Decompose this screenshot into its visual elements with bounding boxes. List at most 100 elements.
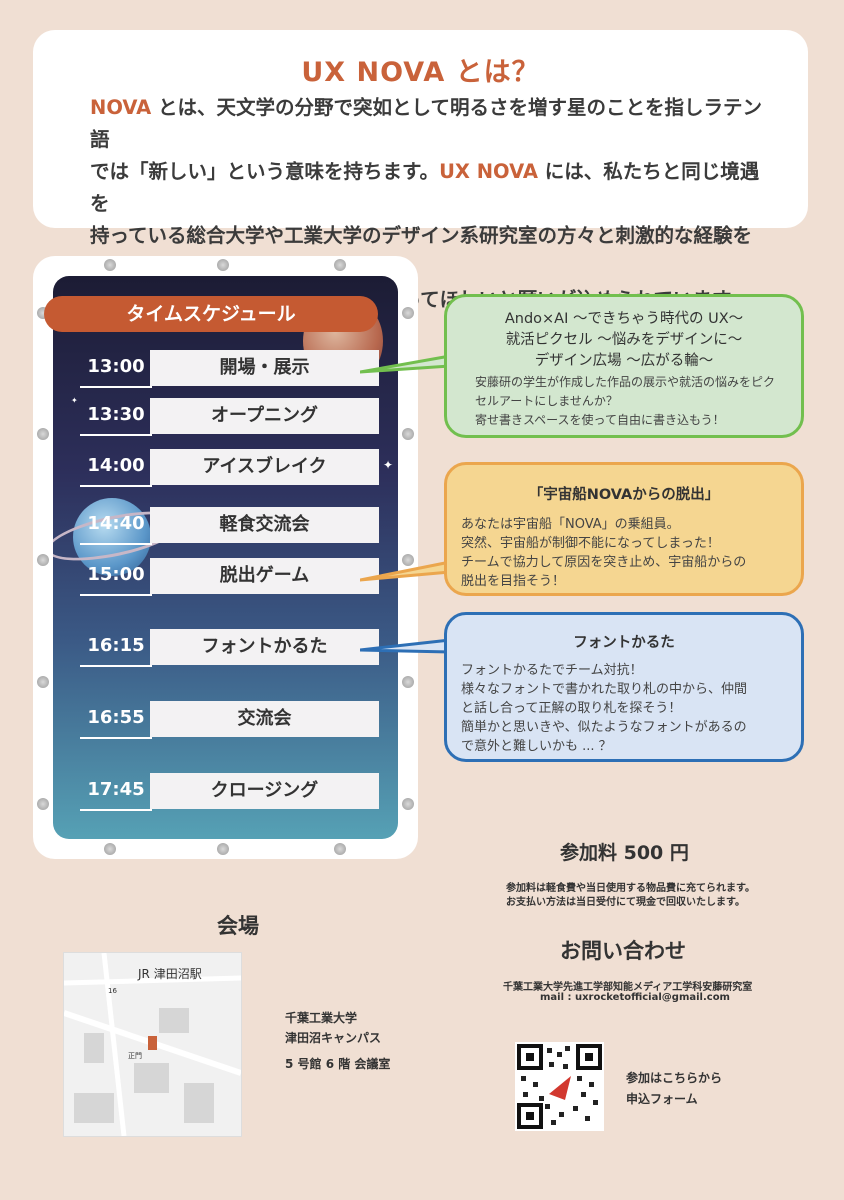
screw-icon <box>402 676 414 688</box>
bubble-line: 様々なフォントで書かれた取り札の中から、仲間 <box>461 682 748 697</box>
nova-highlight: NOVA <box>90 96 152 119</box>
saturn-icon <box>73 498 151 576</box>
screw-icon <box>37 428 49 440</box>
screw-icon <box>402 554 414 566</box>
form-line: 申込フォーム <box>626 1092 698 1106</box>
schedule-time: 13:00 <box>80 350 152 388</box>
map-road-label: 16 <box>108 987 117 995</box>
intro-text: とは、天文学の分野で突如として明るさを増す星のことを指しラテン語 <box>90 96 762 151</box>
screw-icon <box>37 676 49 688</box>
screw-icon <box>334 259 346 271</box>
schedule-event: 脱出ゲーム <box>150 558 379 594</box>
schedule-time: 16:15 <box>80 629 152 667</box>
bubble-heading: 「宇宙船NOVAからの脱出」 <box>528 487 720 503</box>
schedule-event: フォントかるた <box>150 629 379 665</box>
screw-icon <box>104 259 116 271</box>
contact-title: お問い合わせ <box>560 939 686 963</box>
bubble-line: チームで協力して原因を突き止め、宇宙船からの <box>461 555 747 570</box>
screw-icon <box>402 307 414 319</box>
schedule-time: 13:30 <box>80 398 152 436</box>
screw-icon <box>402 798 414 810</box>
fee-note: お支払い方法は当日受付にて現金で回収いたします。 <box>506 897 745 908</box>
exhibit-bubble: Ando×AI 〜できちゃう時代の UX〜 就活ピクセル 〜悩みをデザインに〜 … <box>444 294 804 438</box>
form-line: 参加はこちらから <box>626 1071 723 1085</box>
schedule-time: 15:00 <box>80 558 152 596</box>
screw-icon <box>334 843 346 855</box>
schedule-time: 14:40 <box>80 507 152 545</box>
star-icon: ✦ <box>71 396 78 405</box>
blue-tail <box>360 638 452 654</box>
campus-map: JR 津田沼駅 16 正門 <box>63 952 242 1137</box>
intro-line-1: NOVA とは、天文学の分野で突如として明るさを増す星のことを指しラテン語 <box>90 92 770 156</box>
bubble-line: フォントかるたでチーム対抗！ <box>461 663 643 678</box>
schedule-title: タイムスケジュール <box>44 296 378 332</box>
ux-nova-highlight: UX NOVA <box>439 160 538 183</box>
intro-card: UX NOVA とは？ NOVA とは、天文学の分野で突如として明るさを増す星の… <box>33 30 808 311</box>
screw-icon <box>37 554 49 566</box>
map-drawing <box>64 953 241 1136</box>
bubble-heading: フォントかるた <box>573 635 675 651</box>
intro-text: では「新しい」という意味を持ちます。 <box>90 160 440 183</box>
orange-tail <box>360 560 452 582</box>
bubble-heading: Ando×AI 〜できちゃう時代の UX〜 <box>504 311 744 327</box>
screw-icon <box>217 843 229 855</box>
bubble-line: 脱出を目指そう！ <box>461 574 566 589</box>
schedule-event: 交流会 <box>150 701 379 737</box>
intro-title: UX NOVA とは？ <box>301 57 540 88</box>
bubble-line: セルアートにしませんか？ <box>475 394 618 408</box>
bubble-line: と話し合って正解の取り札を探そう！ <box>461 701 682 716</box>
map-station-label: JR 津田沼駅 <box>138 967 202 981</box>
bubble-text: フォントかるたでチーム対抗！ 様々なフォントで書かれた取り札の中から、仲間 と話… <box>461 661 791 756</box>
venue-title: 会場 <box>217 914 259 938</box>
rocket-icon <box>549 1076 571 1100</box>
fee-note: 参加料は軽食費や当日使用する物品費に充てられます。 <box>506 883 755 894</box>
screw-icon <box>402 428 414 440</box>
bubble-line: 簡単かと思いきや、似たようなフォントがあるの <box>461 720 747 735</box>
venue-line: 津田沼キャンパス <box>285 1031 382 1045</box>
green-tail <box>360 354 452 374</box>
schedule-event: クロージング <box>150 773 379 809</box>
bubble-line: で意外と難しいかも ... ？ <box>461 739 612 754</box>
venue-marker <box>148 1036 157 1050</box>
schedule-time: 16:55 <box>80 701 152 739</box>
schedule-time: 17:45 <box>80 773 152 811</box>
contact-mail[interactable]: mail : uxrocketofficial@gmail.com <box>540 992 730 1003</box>
screw-icon <box>104 843 116 855</box>
venue-line: 千葉工業大学 <box>285 1011 358 1025</box>
escape-bubble: 「宇宙船NOVAからの脱出」 あなたは宇宙船「NOVA」の乗組員。 突然、宇宙船… <box>444 462 804 596</box>
bubble-heading: デザイン広場 〜広がる輪〜 <box>534 353 714 369</box>
karuta-bubble: フォントかるた フォントかるたでチーム対抗！ 様々なフォントで書かれた取り札の中… <box>444 612 804 762</box>
fee-title: 参加料 500 円 <box>560 842 689 864</box>
screw-icon <box>217 259 229 271</box>
form-link[interactable]: 参加はこちらから 申込フォーム <box>626 1068 722 1110</box>
bubble-heading: 就活ピクセル 〜悩みをデザインに〜 <box>505 332 743 348</box>
bubble-tails <box>360 354 452 654</box>
bubble-line: 突然、宇宙船が制御不能になってしまった！ <box>461 536 720 551</box>
star-icon: ✦ <box>383 458 394 472</box>
schedule-time: 14:00 <box>80 449 152 487</box>
schedule-event: オープニング <box>150 398 379 434</box>
qr-code-image <box>517 1044 602 1129</box>
bubble-text: あなたは宇宙船「NOVA」の乗組員。 突然、宇宙船が制御不能になってしまった！ … <box>461 515 791 591</box>
map-gate-label: 正門 <box>128 1052 142 1060</box>
bubble-line: あなたは宇宙船「NOVA」の乗組員。 <box>461 517 680 532</box>
screw-icon <box>37 798 49 810</box>
schedule-event: アイスブレイク <box>150 449 379 485</box>
bubble-line: 寄せ書きスペースを使って自由に書き込もう！ <box>475 413 725 427</box>
intro-text: には、私たちと同じ境遇を <box>90 160 760 215</box>
schedule-event: 軽食交流会 <box>150 507 379 543</box>
schedule-event: 開場・展示 <box>150 350 379 386</box>
venue-address: 千葉工業大学 津田沼キャンパス 5 号館 6 階 会議室 <box>285 1008 390 1074</box>
venue-line: 5 号館 6 階 会議室 <box>285 1057 391 1071</box>
bubble-text: 安藤研の学生が作成した作品の展示や就活の悩みをピク セルアートにしませんか？ 寄… <box>475 373 795 430</box>
bubble-line: 安藤研の学生が作成した作品の展示や就活の悩みをピク <box>475 375 776 389</box>
contact-org: 千葉工業大学先進工学部知能メディア工学科安藤研究室 <box>503 982 753 993</box>
intro-line-2: では「新しい」という意味を持ちます。UX NOVA には、私たちと同じ境遇を <box>90 156 770 220</box>
qr-code[interactable] <box>515 1042 604 1131</box>
